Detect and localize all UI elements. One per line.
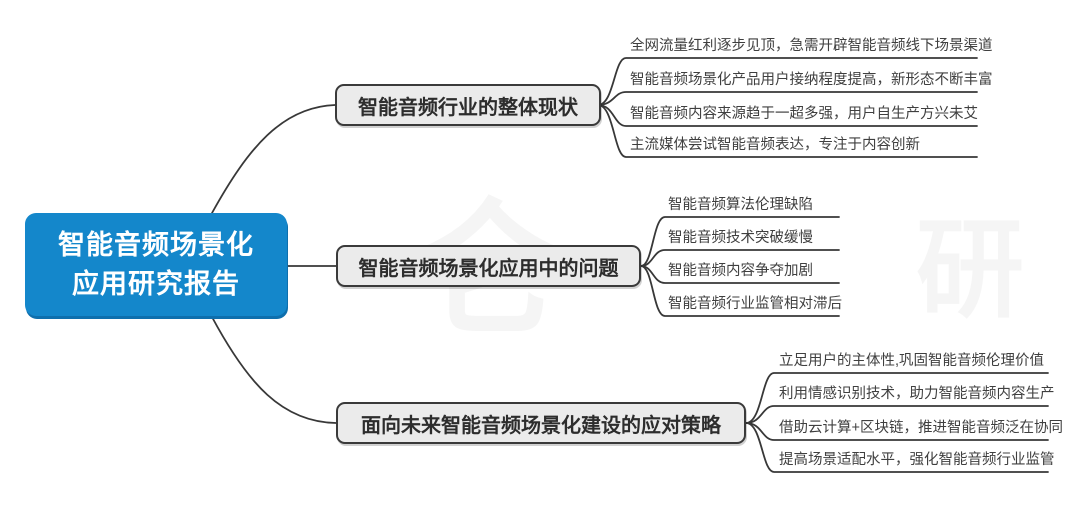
leaf-topic[interactable]: 智能音频场景化产品用户接纳程度提高，新形态不断丰富 bbox=[630, 72, 993, 88]
leaf-topic[interactable]: 利用情感识别技术，助力智能音频内容生产 bbox=[779, 386, 1055, 402]
leaf-topic[interactable]: 借助云计算+区块链，推进智能音频泛在协同 bbox=[779, 420, 1063, 436]
leaf-topic[interactable]: 智能音频行业监管相对滞后 bbox=[668, 296, 842, 312]
leaf-topic[interactable]: 提高场景适配水平，强化智能音频行业监管 bbox=[779, 452, 1055, 468]
leaf-topic[interactable]: 智能音频内容争夺加剧 bbox=[668, 263, 813, 279]
leaf-topic[interactable]: 立足用户的主体性,巩固智能音频伦理价值 bbox=[779, 353, 1045, 369]
root-topic[interactable]: 智能音频场景化 应用研究报告 bbox=[25, 213, 287, 316]
branch-topic-industry-status[interactable]: 智能音频行业的整体现状 bbox=[335, 84, 601, 126]
branch-topic-future-strategies[interactable]: 面向未来智能音频场景化建设的应对策略 bbox=[336, 402, 746, 444]
leaf-topic[interactable]: 智能音频技术突破缓慢 bbox=[668, 230, 813, 246]
watermark-glyph-right: 研 bbox=[916, 209, 1025, 330]
leaf-topic[interactable]: 智能音频算法伦理缺陷 bbox=[668, 197, 813, 213]
leaf-topic[interactable]: 全网流量红利逐步见顶，急需开辟智能音频线下场景渠道 bbox=[630, 38, 993, 54]
leaf-topic[interactable]: 主流媒体尝试智能音频表达，专注于内容创新 bbox=[630, 137, 920, 153]
leaf-topic[interactable]: 智能音频内容来源趋于一超多强，用户自生产方兴未艾 bbox=[630, 106, 978, 122]
connector-root-branch1 bbox=[211, 104, 336, 214]
connector-root-branch3 bbox=[211, 316, 337, 424]
branch-topic-application-problems[interactable]: 智能音频场景化应用中的问题 bbox=[336, 245, 641, 287]
